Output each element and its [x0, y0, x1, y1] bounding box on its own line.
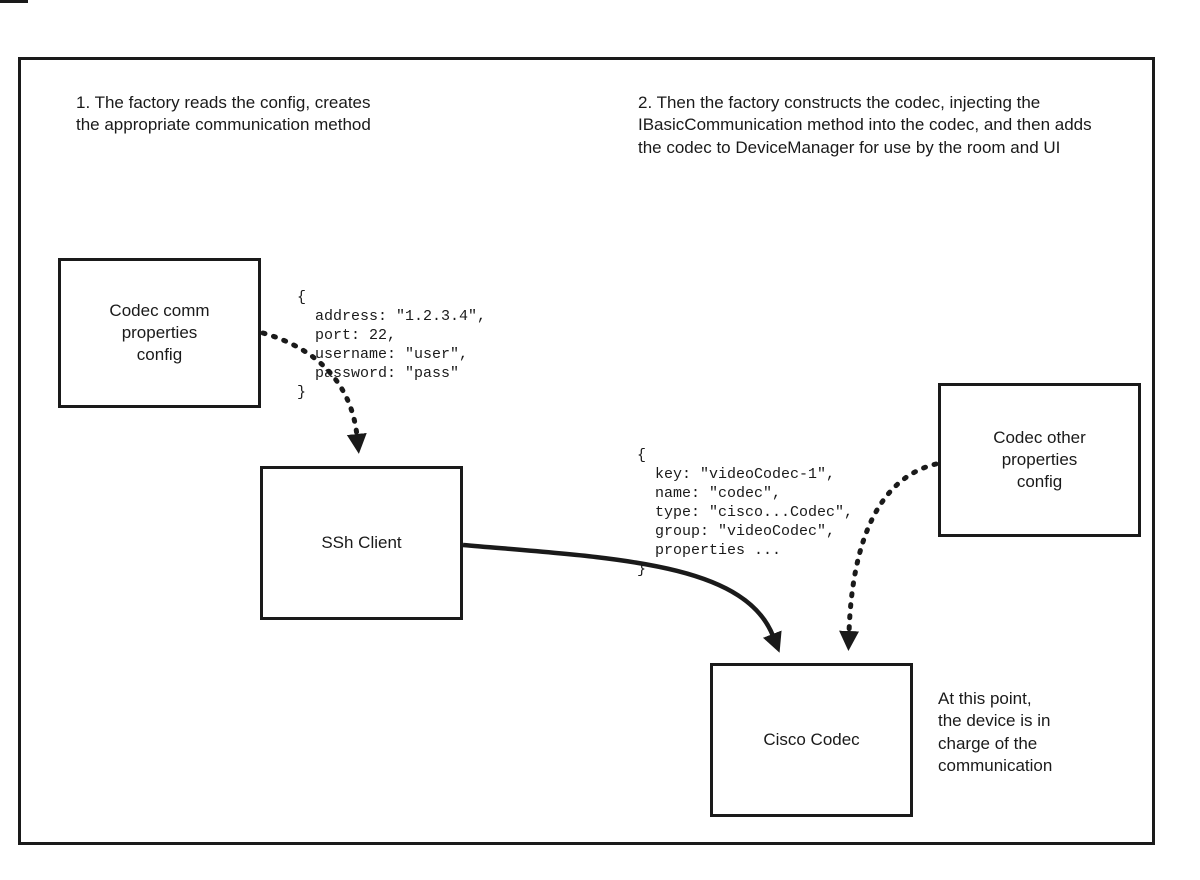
box-codec-other-label: Codec other properties config [993, 427, 1086, 492]
box-ssh-client: SSh Client [260, 466, 463, 620]
box-ssh-client-label: SSh Client [321, 532, 402, 552]
annotation-step1: 1. The factory reads the config, creates… [76, 93, 371, 135]
box-cisco-codec: Cisco Codec [710, 663, 913, 817]
annotation-device-note: At this point, the device is in charge o… [938, 689, 1053, 776]
code-codec-properties: { key: "videoCodec-1", name: "codec", ty… [637, 447, 854, 579]
code-comm-properties: { address: "1.2.3.4", port: 22, username… [297, 289, 487, 402]
diagram-frame [18, 57, 1155, 845]
box-cisco-codec-label: Cisco Codec [763, 729, 860, 749]
box-codec-comm-label: Codec comm properties config [109, 300, 210, 365]
box-codec-other-properties-config: Codec other properties config [938, 383, 1141, 537]
stray-crop-line [0, 0, 28, 3]
box-codec-comm-properties-config: Codec comm properties config [58, 258, 261, 408]
annotation-step2: 2. Then the factory constructs the codec… [638, 93, 1092, 157]
